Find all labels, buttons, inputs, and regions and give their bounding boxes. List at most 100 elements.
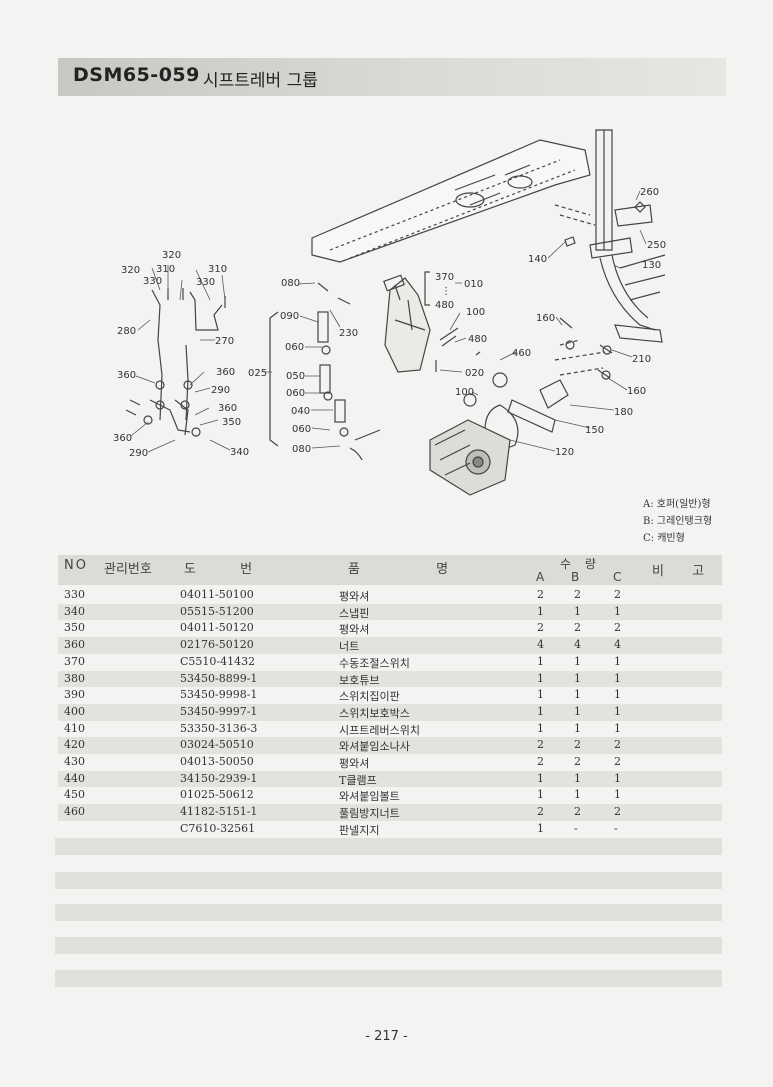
row-drawing: 04011-50120	[180, 621, 254, 635]
table-row: 400 53450-9997-1 스위치보호박스 1 1 1	[58, 703, 722, 721]
table-row: 370 C5510-41432 수동조절스위치 1 1 1	[58, 654, 722, 671]
page-number: - 217 -	[365, 1029, 408, 1044]
svg-text:270: 270	[215, 336, 234, 347]
table-header: NO 관리번호 도 번 품 명 수 량 A B C 비 고	[58, 555, 722, 585]
row-name: 와셔붙임볼트	[339, 790, 400, 804]
row-no: 330	[64, 588, 85, 601]
row-name: 풀림방지너트	[339, 807, 400, 821]
row-qty-c: 1	[614, 604, 621, 618]
empty-row	[55, 872, 722, 889]
table-row: C7610-32561 판넬지지 1 - -	[58, 821, 722, 838]
svg-text:310: 310	[156, 264, 175, 275]
empty-row	[55, 904, 722, 921]
svg-text:080: 080	[292, 444, 311, 455]
row-no: 370	[64, 654, 85, 668]
row-qty-c: 1	[614, 788, 621, 802]
row-name: 보호튜브	[339, 673, 380, 687]
svg-text:310: 310	[208, 264, 227, 275]
svg-text:140: 140	[528, 254, 547, 265]
svg-text:330: 330	[196, 277, 215, 288]
row-qty-a: 2	[537, 588, 544, 601]
table-row: 420 03024-50510 와셔붙임소나사 2 2 2	[58, 737, 722, 754]
row-qty-a: 1	[537, 688, 544, 702]
row-no: 360	[64, 638, 85, 652]
svg-text:480: 480	[435, 300, 454, 311]
svg-text:080: 080	[281, 278, 300, 289]
svg-text:⋮: ⋮	[441, 286, 451, 297]
svg-text:060: 060	[292, 424, 311, 435]
row-qty-b: 2	[574, 805, 581, 819]
svg-text:020: 020	[465, 368, 484, 379]
row-qty-c: 1	[614, 688, 621, 702]
row-drawing: 53450-9997-1	[180, 704, 258, 718]
group-title: 시프트레버 그룹	[203, 71, 318, 91]
row-qty-b: 1	[574, 671, 581, 685]
svg-text:280: 280	[117, 326, 136, 337]
table-row: 360 02176-50120 너트 4 4 4	[58, 637, 722, 654]
row-qty-c: 1	[614, 771, 621, 785]
row-qty-b: 1	[574, 771, 581, 785]
row-qty-b: 2	[574, 755, 581, 768]
col-no: NO	[64, 558, 88, 573]
row-drawing: 04013-50050	[180, 755, 254, 768]
row-no: 410	[64, 721, 85, 735]
row-qty-c: 1	[614, 654, 621, 668]
svg-text:340: 340	[230, 447, 249, 458]
row-drawing: 34150-2939-1	[180, 771, 258, 785]
table-row: 390 53450-9998-1 스위치집이판 1 1 1	[58, 687, 722, 704]
table-row: 430 04013-50050 평와셔 2 2 2	[58, 754, 722, 771]
svg-text:010: 010	[464, 279, 483, 290]
row-no: 350	[64, 621, 85, 635]
legend-item-a: A: 호퍼(일반)형	[643, 499, 711, 510]
variant-legend: A: 호퍼(일반)형 B: 그레인탱크형 C: 캐빈형	[643, 496, 712, 547]
row-qty-b: 1	[574, 604, 581, 618]
row-drawing: 01025-50612	[180, 788, 254, 802]
col-mgmt: 관리번호	[104, 562, 152, 577]
row-qty-c: 2	[614, 805, 621, 819]
svg-text:360: 360	[113, 433, 132, 444]
row-qty-b: -	[574, 821, 578, 835]
svg-text:040: 040	[291, 406, 310, 417]
legend-item-c: C: 캐빈형	[643, 533, 685, 544]
svg-text:160: 160	[627, 386, 646, 397]
svg-text:250: 250	[647, 240, 666, 251]
row-no: 460	[64, 805, 85, 819]
svg-text:060: 060	[285, 342, 304, 353]
row-qty-a: 2	[537, 621, 544, 635]
row-drawing: 04011-50100	[180, 588, 254, 601]
svg-text:290: 290	[129, 448, 148, 459]
row-no: 430	[64, 755, 85, 768]
row-qty-a: 2	[537, 755, 544, 768]
svg-text:060: 060	[286, 388, 305, 399]
svg-text:360: 360	[117, 370, 136, 381]
table-row: 350 04011-50120 평와셔 2 2 2	[58, 620, 722, 637]
row-name: 판넬지지	[339, 823, 380, 837]
row-drawing: C7610-32561	[180, 821, 256, 835]
row-drawing: 41182-5151-1	[180, 805, 258, 819]
row-no: 400	[64, 704, 85, 718]
row-no: 390	[64, 688, 85, 702]
svg-text:360: 360	[218, 403, 237, 414]
col-remarks: 비 고	[652, 564, 705, 579]
row-name: 시프트레버스위치	[339, 723, 420, 737]
row-qty-a: 4	[537, 638, 544, 652]
row-qty-c: 1	[614, 671, 621, 685]
col-qty-b: B	[571, 570, 580, 584]
row-qty-b: 2	[574, 588, 581, 601]
row-qty-a: 1	[537, 704, 544, 718]
col-qty-a: A	[536, 570, 545, 584]
row-drawing: 05515-51200	[180, 604, 254, 618]
row-qty-c: 2	[614, 738, 621, 752]
svg-text:160: 160	[536, 313, 555, 324]
row-qty-a: 2	[537, 805, 544, 819]
row-name: 수동조절스위치	[339, 656, 410, 670]
svg-text:100: 100	[455, 387, 474, 398]
empty-row	[55, 970, 722, 987]
row-qty-b: 4	[574, 638, 581, 652]
row-no: 450	[64, 788, 85, 802]
row-drawing: 53450-8899-1	[180, 671, 258, 685]
svg-text:260: 260	[640, 187, 659, 198]
table-row: 440 34150-2939-1 T클램프 1 1 1	[58, 770, 722, 788]
svg-text:230: 230	[339, 328, 358, 339]
row-no: 420	[64, 738, 85, 752]
